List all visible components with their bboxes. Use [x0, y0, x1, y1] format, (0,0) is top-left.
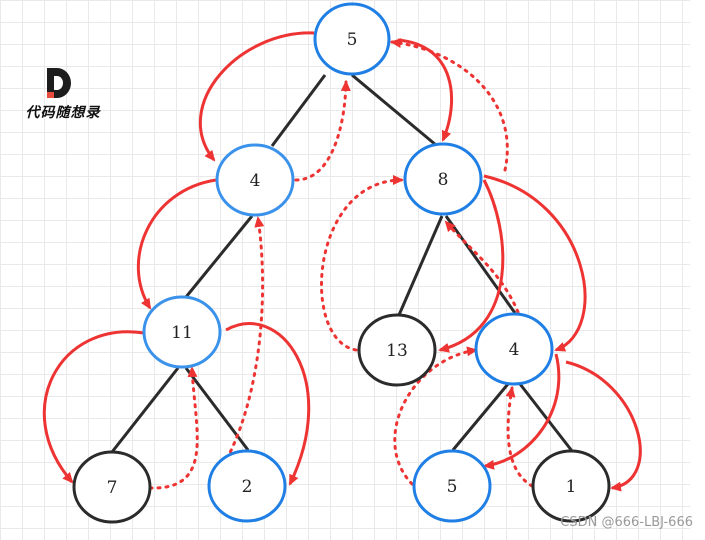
tree-edge [444, 215, 517, 314]
traversal-arrow [199, 31, 315, 162]
tree-edge [518, 383, 574, 452]
node-label: 4 [250, 171, 261, 191]
node-label: 8 [438, 170, 449, 190]
tree-node: 4 [215, 143, 295, 217]
logo-text: 代码随想录 [25, 105, 101, 121]
tree-edge [351, 73, 437, 147]
node-label: 13 [386, 341, 408, 361]
page-right-margin [690, 0, 705, 540]
tree-node: 5 [313, 2, 391, 76]
return-arrow [505, 386, 534, 488]
logo-d-mark [47, 68, 71, 98]
node-label: 4 [509, 340, 520, 360]
traversal-arrow [225, 322, 311, 486]
traversal-arrow [42, 330, 145, 484]
traversal-arrow [483, 353, 561, 470]
tree-edge [184, 367, 250, 451]
return-arrow [148, 366, 199, 490]
return-arrow [294, 80, 351, 182]
node-label: 7 [107, 478, 118, 498]
tree-node: 11 [142, 295, 222, 369]
traversal-arrow [483, 174, 587, 352]
return-arrow [444, 220, 520, 314]
traversal-arrow [136, 178, 217, 310]
watermark: CSDN @666-LBJ-666 [560, 515, 693, 530]
tree-node: 7 [72, 450, 152, 524]
tree-node: 8 [403, 142, 483, 216]
tree-edge [270, 74, 327, 147]
node-label: 2 [242, 477, 253, 497]
return-arrow [390, 38, 509, 172]
return-arrow [320, 175, 404, 352]
traversal-arrow [438, 179, 505, 353]
traversal-arrow [565, 360, 642, 492]
node-label: 5 [447, 477, 458, 497]
tree-node: 1 [531, 449, 611, 523]
tree-node: 4 [474, 312, 554, 386]
node-label: 1 [566, 477, 577, 497]
tree-edge [184, 215, 254, 298]
tree-node: 2 [207, 449, 287, 523]
tree-edge [451, 383, 510, 451]
tree-node: 13 [357, 313, 437, 387]
logo: 代码随想录 [8, 66, 118, 126]
node-label: 11 [171, 323, 193, 343]
node-label: 5 [347, 30, 358, 50]
tree-node: 5 [412, 449, 492, 523]
tree-edge [397, 215, 444, 316]
tree-edge [110, 367, 180, 453]
traversal-arrow [397, 38, 454, 142]
